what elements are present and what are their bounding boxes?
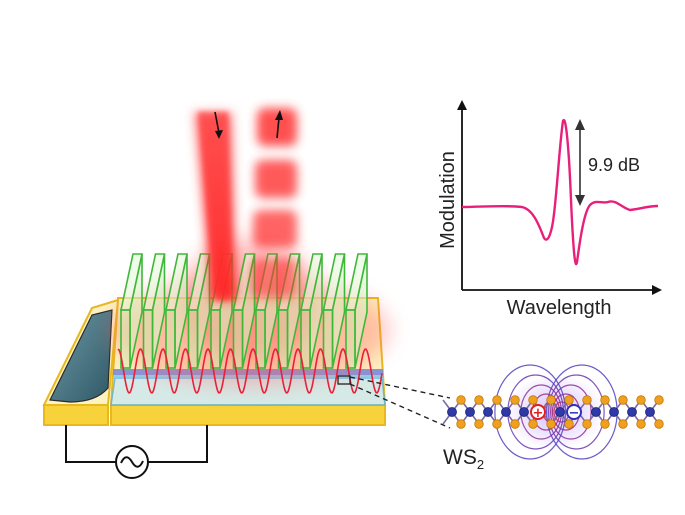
- grating-tooth: [322, 253, 346, 369]
- sulfur-atom: [492, 395, 502, 405]
- sulfur-atom: [636, 395, 646, 405]
- plus-charge-icon: +: [530, 404, 546, 421]
- down-arrow-icon: [214, 111, 223, 139]
- sulfur-atom: [654, 395, 664, 405]
- sulfur-atom: [564, 395, 574, 405]
- sulfur-atom: [600, 419, 610, 429]
- ws2-lattice: [442, 395, 664, 429]
- grating-tooth: [165, 253, 188, 369]
- sulfur-atom: [528, 419, 538, 429]
- sulfur-atom: [510, 419, 520, 429]
- sulfur-atom: [456, 395, 466, 405]
- tungsten-atom: [501, 407, 511, 417]
- tungsten-atom: [645, 407, 655, 417]
- material-label: WS2: [443, 446, 484, 472]
- svg-text:−: −: [569, 406, 580, 421]
- x-axis-arrow-icon: [652, 285, 662, 295]
- svg-text:+: +: [533, 406, 544, 421]
- sulfur-atom: [564, 419, 574, 429]
- inset-y-label: Modulation: [437, 151, 459, 249]
- sulfur-atom: [582, 395, 592, 405]
- sulfur-atom: [528, 395, 538, 405]
- modulation-depth-annotation: 9.9 dB: [588, 155, 640, 175]
- sulfur-atom: [510, 395, 520, 405]
- sulfur-atom: [618, 395, 628, 405]
- sulfur-atom: [492, 419, 502, 429]
- sulfur-atom: [546, 395, 556, 405]
- zoom-callout: [337, 375, 451, 429]
- tungsten-atom: [627, 407, 637, 417]
- electrode-left: [42, 298, 120, 426]
- tungsten-atom: [519, 407, 529, 417]
- up-arrow-icon: [275, 110, 283, 139]
- reflected-beam: [251, 108, 297, 298]
- y-axis-arrow-icon: [457, 100, 467, 110]
- grating-tooth: [300, 253, 323, 369]
- grating-tooth: [120, 253, 143, 369]
- sulfur-atom: [636, 419, 646, 429]
- sulfur-atom: [474, 395, 484, 405]
- grating-tooth: [345, 253, 368, 369]
- grating-tooth: [142, 253, 166, 369]
- tungsten-atom: [447, 407, 457, 417]
- tungsten-atom: [555, 407, 565, 417]
- circuit-wire: [65, 425, 208, 463]
- tungsten-atom: [483, 407, 493, 417]
- sulfur-atom: [600, 395, 610, 405]
- tungsten-atom: [465, 407, 475, 417]
- sulfur-atom: [654, 419, 664, 429]
- sulfur-atom: [618, 419, 628, 429]
- inset-spectrum: Modulation Wavelength 9.9 dB: [437, 100, 662, 319]
- sulfur-atom: [546, 419, 556, 429]
- guided-wave: [117, 347, 383, 394]
- minus-charge-icon: −: [566, 404, 582, 421]
- tungsten-atom: [609, 407, 619, 417]
- spectrum-curve: [461, 118, 659, 266]
- inset-x-label: Wavelength: [507, 297, 612, 319]
- sulfur-atom: [474, 419, 484, 429]
- sulfur-atom: [456, 419, 466, 429]
- tungsten-atom: [591, 407, 601, 417]
- incident-beam: [194, 112, 236, 300]
- sulfur-atom: [582, 419, 592, 429]
- ac-source-icon: [115, 445, 149, 479]
- electric-field-lines: [494, 364, 618, 460]
